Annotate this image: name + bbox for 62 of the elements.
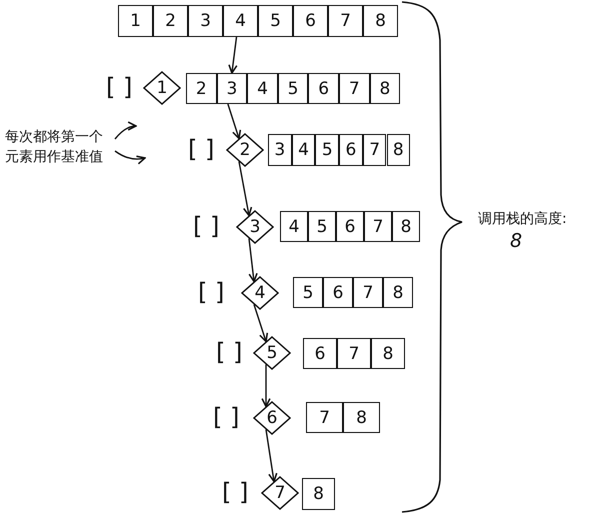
array-cell: 4 bbox=[247, 73, 278, 104]
empty-array: [ ] bbox=[106, 72, 132, 102]
array-cell: 8 bbox=[302, 478, 335, 510]
array-cell: 4 bbox=[223, 5, 258, 37]
arrow bbox=[114, 122, 137, 140]
array-cell: 5 bbox=[278, 73, 308, 104]
array-cell: 5 bbox=[293, 277, 323, 308]
array-cell: 7 bbox=[364, 211, 392, 242]
empty-array: [ ] bbox=[213, 402, 240, 432]
array-cell: 7 bbox=[339, 73, 370, 104]
array-cell: 8 bbox=[383, 277, 413, 308]
array-cell: 2 bbox=[153, 5, 188, 37]
array-cell: 5 bbox=[315, 134, 340, 166]
annotation-text: 每次都将第一个元素用作基准值 bbox=[5, 126, 113, 168]
arrow bbox=[238, 161, 252, 216]
pivot-diamond: 5 bbox=[253, 336, 291, 370]
arrow bbox=[228, 36, 238, 74]
pivot-diamond: 4 bbox=[241, 276, 279, 310]
empty-array: [ ] bbox=[216, 337, 242, 367]
pivot-diamond: 7 bbox=[261, 476, 299, 510]
pivot-diamond: 2 bbox=[226, 133, 264, 167]
array-cell: 7 bbox=[306, 402, 343, 433]
empty-array: [ ] bbox=[193, 211, 220, 241]
arrow bbox=[261, 364, 271, 408]
array-cell: 7 bbox=[353, 277, 383, 308]
array-cell: 8 bbox=[370, 73, 400, 104]
array-cell: 1 bbox=[118, 5, 153, 37]
empty-array: [ ] bbox=[188, 134, 214, 164]
array-cell: 7 bbox=[337, 338, 371, 369]
array-cell: 8 bbox=[363, 5, 398, 37]
array-cell: 3 bbox=[216, 73, 248, 104]
array-cell: 7 bbox=[362, 134, 386, 166]
array-cell: 5 bbox=[308, 211, 336, 242]
arrow bbox=[248, 238, 258, 282]
pivot-diamond: 6 bbox=[253, 401, 291, 435]
array-cell: 4 bbox=[280, 211, 308, 242]
array-cell: 3 bbox=[268, 134, 292, 166]
array-cell: 7 bbox=[328, 5, 363, 37]
arrow bbox=[253, 304, 268, 342]
array-cell: 8 bbox=[386, 134, 410, 166]
array-cell: 6 bbox=[303, 338, 337, 369]
array-cell: 8 bbox=[371, 338, 405, 369]
arrow bbox=[114, 150, 146, 164]
arrow bbox=[265, 429, 278, 482]
array-cell: 6 bbox=[336, 211, 364, 242]
brace-text: 调用栈的高度: bbox=[478, 210, 567, 228]
array-cell: 6 bbox=[339, 134, 363, 166]
pivot-diamond: 3 bbox=[236, 210, 274, 244]
array-cell: 5 bbox=[258, 5, 293, 37]
array-cell: 6 bbox=[293, 5, 328, 37]
empty-array: [ ] bbox=[198, 277, 224, 307]
array-cell: 8 bbox=[343, 402, 380, 433]
arrow bbox=[227, 104, 242, 140]
array-cell: 4 bbox=[292, 134, 316, 166]
empty-array: [ ] bbox=[222, 477, 248, 507]
pivot-diamond: 1 bbox=[143, 71, 181, 105]
array-cell: 2 bbox=[186, 73, 217, 104]
array-cell: 3 bbox=[188, 5, 223, 37]
array-cell: 6 bbox=[323, 277, 353, 308]
array-cell: 6 bbox=[308, 73, 339, 104]
array-cell: 8 bbox=[392, 211, 420, 242]
stack-height-value: 8 bbox=[510, 230, 522, 252]
